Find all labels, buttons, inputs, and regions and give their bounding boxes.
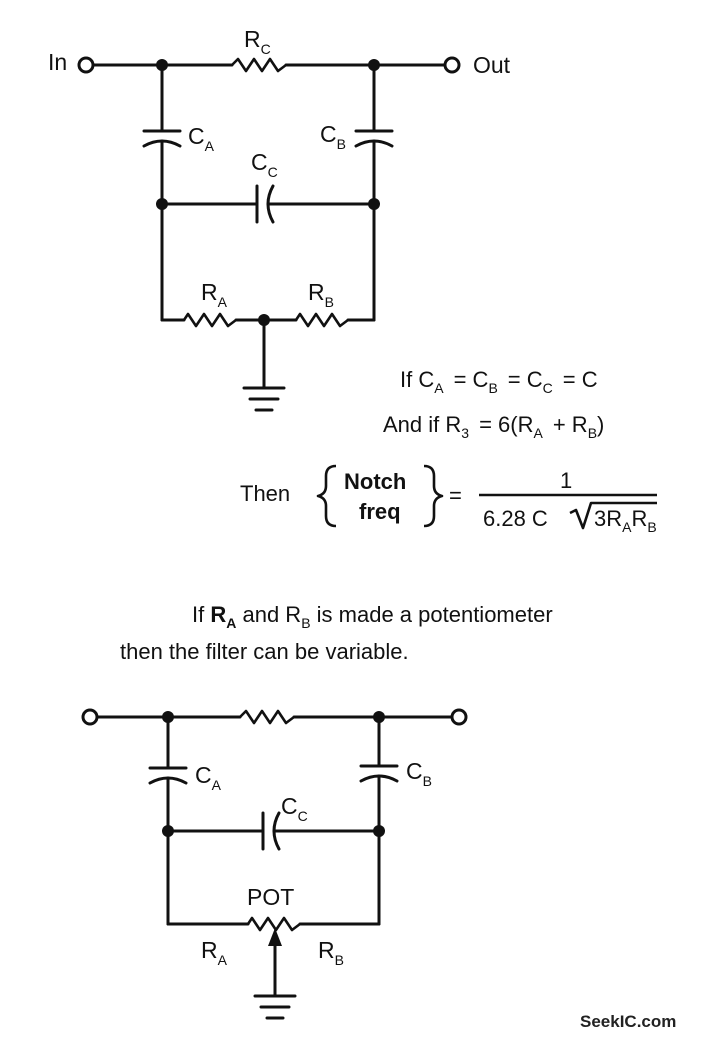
right-brace-icon: [423, 464, 444, 528]
label-cc: CC: [281, 793, 308, 824]
junction-dot: [368, 198, 380, 210]
equals-sign: =: [449, 483, 462, 508]
fraction-numerator: 1: [560, 468, 572, 493]
output-terminal: [450, 708, 468, 726]
ground-icon: [242, 386, 286, 412]
label-cb: CB: [320, 121, 346, 152]
square-root-icon: [569, 501, 657, 530]
label-rb: RB: [308, 279, 334, 310]
label-ca: CA: [188, 123, 215, 154]
equations-block: If CA= CB= CC= C And if R3= 6(RA+ RB) Th…: [240, 367, 657, 535]
watermark: SeekIC.com: [580, 1012, 676, 1031]
note-block: If RA and RB is made a potentiometer the…: [120, 602, 553, 664]
label-ra: RA: [201, 279, 228, 310]
junction-dot: [156, 198, 168, 210]
equation-line-2: And if R3= 6(RA+ RB): [383, 412, 604, 441]
label-ca: CA: [195, 762, 222, 793]
junction-dot: [373, 825, 385, 837]
input-terminal: [77, 56, 95, 74]
fraction-denominator-radicand: 3RARB: [594, 506, 657, 535]
then-label: Then: [240, 481, 290, 506]
note-line-1: If RA and RB is made a potentiometer: [192, 602, 553, 631]
equation-line-1: If CA= CB= CC= C: [400, 367, 598, 396]
resistor-rc-symbol: [231, 57, 287, 73]
input-label: In: [48, 49, 67, 75]
resistor-symbol: [239, 709, 295, 725]
left-brace-icon: [316, 464, 337, 528]
input-terminal: [81, 708, 99, 726]
junction-dot: [162, 825, 174, 837]
label-ra: RA: [201, 937, 228, 968]
label-rc: RC: [244, 26, 271, 57]
circuit-2: CA CB CC POT RA RB: [81, 708, 468, 1020]
fraction-denominator-prefix: 6.28 C: [483, 506, 548, 531]
wiper-arrow-icon: [268, 928, 282, 946]
potentiometer-symbol: [246, 916, 301, 932]
label-pot: POT: [247, 884, 294, 910]
ground-icon: [253, 994, 297, 1020]
resistor-rb-symbol: [294, 312, 349, 328]
label-cc: CC: [251, 149, 278, 180]
label-rb: RB: [318, 937, 344, 968]
label-cb: CB: [406, 758, 432, 789]
output-label: Out: [473, 52, 511, 78]
notch-label: Notch: [344, 469, 406, 494]
freq-label: freq: [359, 499, 401, 524]
resistor-ra-symbol: [182, 312, 237, 328]
circuit-1: In Out RC CA CB CC RA RB: [48, 26, 511, 412]
output-terminal: [443, 56, 461, 74]
note-line-2: then the filter can be variable.: [120, 639, 409, 664]
